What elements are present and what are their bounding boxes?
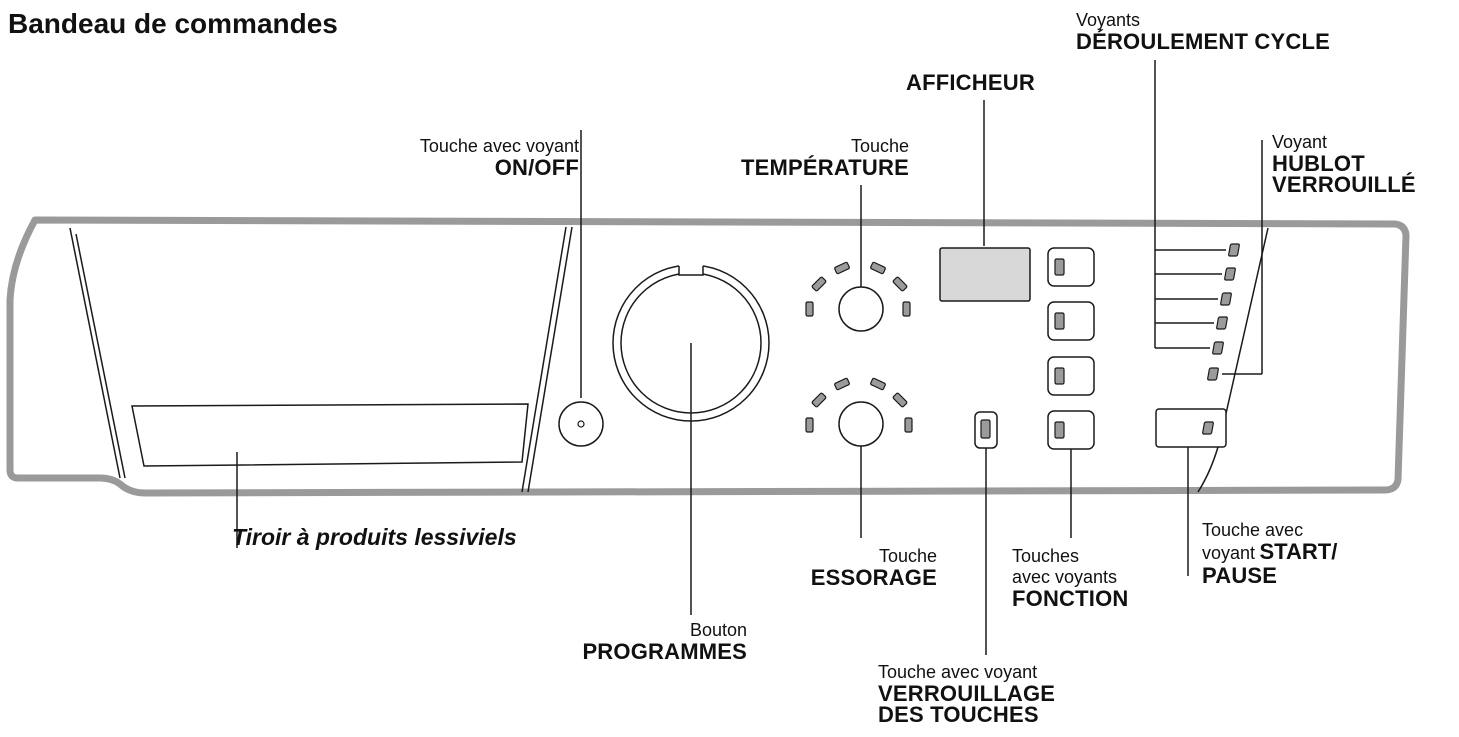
temperature-label-small: Touche: [850, 136, 909, 156]
fonction-led-3: [1054, 367, 1065, 385]
onoff-label: Touche avec voyant ON/OFF: [419, 136, 579, 180]
temperature-button[interactable]: [838, 286, 884, 332]
temperature-label-bold: TEMPÉRATURE: [740, 155, 909, 180]
afficheur-display: [939, 247, 1031, 302]
programmes-label-small: Bouton: [689, 620, 747, 640]
fonction-button-3[interactable]: [1047, 356, 1095, 396]
hublot-label-bold-2: VERROUILLÉ: [1272, 172, 1416, 197]
tiroir-label: Tiroir à produits lessiviels: [232, 524, 517, 550]
temperature-leds: [805, 261, 911, 317]
startpause-label-line-2: voyant START/: [1202, 541, 1337, 565]
deroulement-label-small: Voyants: [1076, 10, 1141, 30]
essorage-leds: [805, 377, 913, 433]
verrouillage-label-small: Touche avec voyant: [878, 662, 1038, 682]
onoff-label-bold: ON/OFF: [494, 155, 579, 180]
programmes-label-bold: PROGRAMMES: [582, 639, 747, 664]
verrouillage-label: Touche avec voyant VERROUILLAGE DES TOUC…: [878, 662, 1056, 727]
temperature-label: Touche TEMPÉRATURE: [740, 136, 909, 180]
essorage-button[interactable]: [838, 401, 884, 447]
fonction-button-1[interactable]: [1047, 247, 1095, 287]
hublot-label: Voyant HUBLOT VERROUILLÉ: [1272, 132, 1416, 197]
verrouillage-led: [980, 419, 991, 439]
diagram-title: Bandeau de commandes: [8, 8, 338, 39]
essorage-label: Touche ESSORAGE: [810, 546, 937, 590]
hublot-label-small: Voyant: [1272, 132, 1328, 152]
verrouillage-label-bold-1: VERROUILLAGE: [878, 681, 1056, 706]
startpause-label-bold-1: START/: [1259, 539, 1338, 564]
drawer-lines: [69, 226, 573, 493]
hublot-led: [1207, 367, 1219, 381]
fonction-label-bold: FONCTION: [1012, 586, 1129, 611]
startpause-label-small-1: Touche avec: [1202, 520, 1304, 540]
onoff-led: [577, 420, 585, 428]
fonction-label-small-1: Touches: [1012, 546, 1080, 566]
essorage-label-bold: ESSORAGE: [810, 565, 937, 590]
leader-lines: [236, 60, 1263, 655]
startpause-label: Touche avec voyant START/ PAUSE: [1202, 520, 1337, 588]
startpause-label-small-2: voyant: [1202, 543, 1256, 563]
panel-outline: [6, 216, 1410, 497]
fonction-led-2: [1054, 312, 1065, 330]
afficheur-label: AFFICHEUR: [906, 70, 1035, 95]
fonction-label-small-2: avec voyants: [1012, 567, 1118, 587]
verrouillage-label-bold-2: DES TOUCHES: [878, 702, 1039, 727]
fonction-buttons[interactable]: [1047, 247, 1095, 450]
deroulement-label: Voyants DÉROULEMENT CYCLE: [1076, 10, 1330, 54]
programmes-label: Bouton PROGRAMMES: [582, 620, 747, 664]
fonction-led-4: [1054, 421, 1065, 439]
fonction-button-2[interactable]: [1047, 301, 1095, 341]
drawer-handle: [131, 403, 529, 467]
startpause-button[interactable]: [1155, 408, 1227, 448]
fonction-led-1: [1054, 258, 1065, 276]
afficheur-label-bold: AFFICHEUR: [906, 70, 1035, 95]
startpause-led: [1202, 421, 1214, 435]
onoff-label-small: Touche avec voyant: [419, 136, 579, 156]
hublot-label-bold-1: HUBLOT: [1272, 151, 1365, 176]
deroulement-label-bold: DÉROULEMENT CYCLE: [1076, 29, 1330, 54]
deroulement-leds: [1212, 243, 1240, 355]
fonction-label: Touches avec voyants FONCTION: [1012, 546, 1129, 611]
essorage-label-small: Touche: [878, 546, 937, 566]
startpause-label-bold-2: PAUSE: [1202, 563, 1278, 588]
